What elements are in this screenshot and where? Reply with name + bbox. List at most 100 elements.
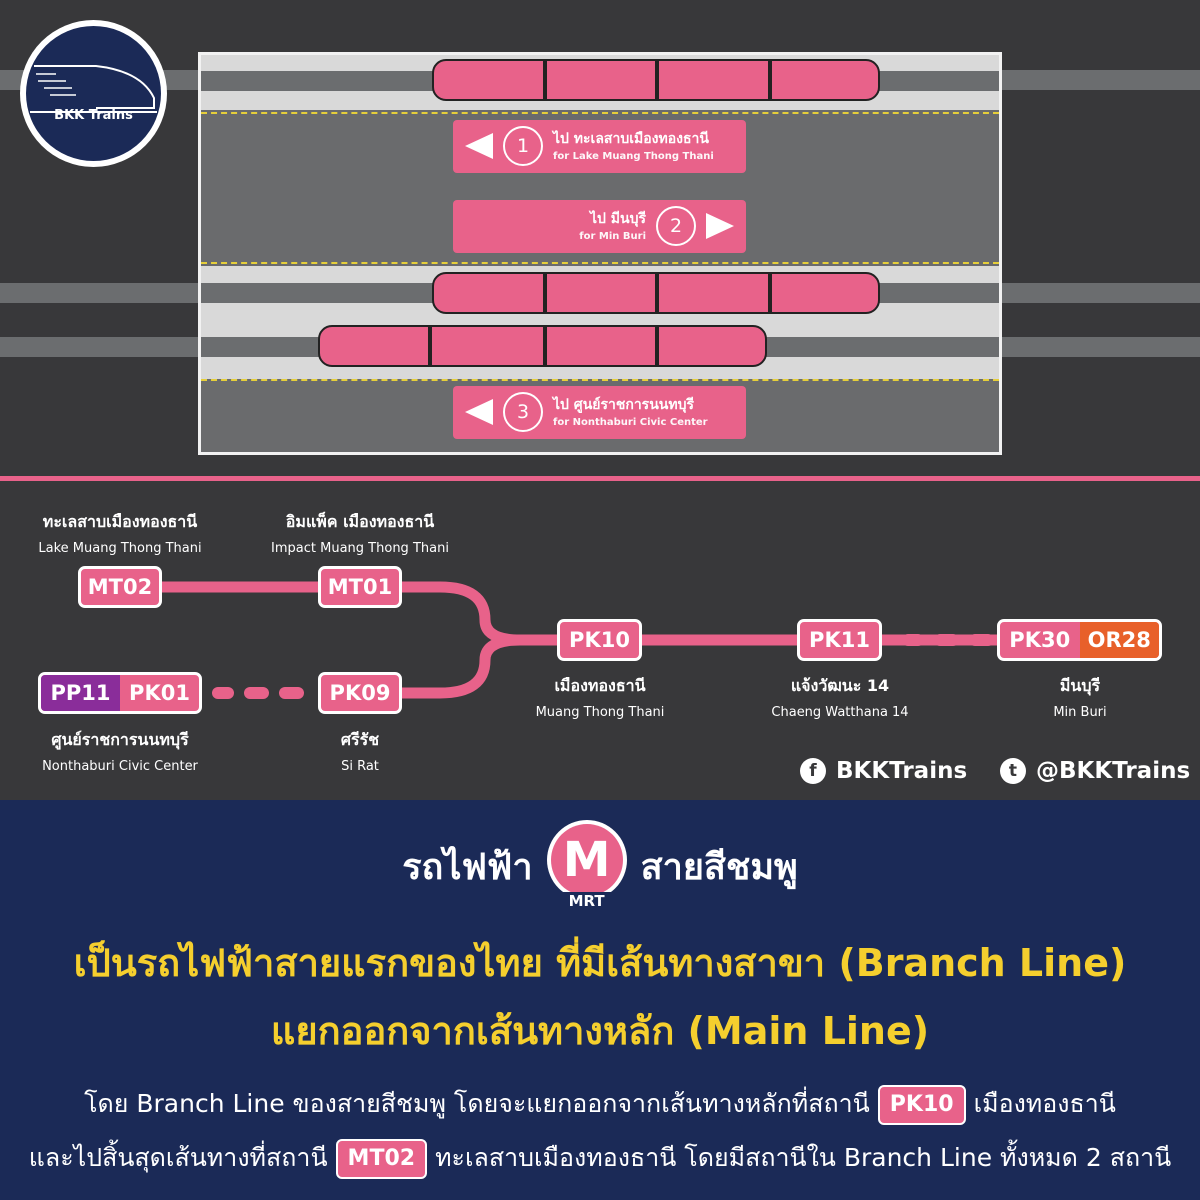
mrt-letter: M bbox=[550, 824, 623, 896]
station-code: MT02 bbox=[87, 575, 153, 599]
bkk-trains-logo: BKK Trains bbox=[20, 20, 167, 167]
station-label-pk09: ศรีรัช Si Rat bbox=[240, 728, 480, 774]
train-car bbox=[545, 325, 657, 367]
station-badge-pk11[interactable]: PK11 bbox=[797, 619, 882, 661]
station-name-en: Nonthaburi Civic Center bbox=[42, 759, 198, 774]
body-line-1: โดย Branch Line ของสายสีชมพู โดยจะแยกออก… bbox=[0, 1084, 1200, 1125]
train-car bbox=[545, 59, 657, 101]
twitter-link[interactable]: t @BKKTrains bbox=[1000, 758, 1190, 784]
twitter-icon: t bbox=[1000, 758, 1026, 784]
train-top bbox=[432, 59, 880, 101]
headline-2: แยกออกจากเส้นทางหลัก (Main Line) bbox=[270, 1009, 930, 1053]
station-badge-mt02[interactable]: MT02 bbox=[78, 566, 162, 608]
station-name-en: Si Rat bbox=[341, 759, 379, 774]
train-bottom bbox=[318, 325, 767, 367]
station-code: PK10 bbox=[569, 628, 630, 652]
station-name-th: อิมแพ็ค เมืองทองธานี bbox=[285, 512, 435, 531]
platform-number: 1 bbox=[503, 126, 543, 166]
station-name-en: Lake Muang Thong Thani bbox=[38, 541, 202, 556]
train-icon bbox=[30, 65, 157, 113]
platform-sign-2: ไป มีนบุรี for Min Buri 2 bbox=[453, 200, 746, 253]
station-name-th: แจ้งวัฒนะ 14 bbox=[790, 676, 890, 695]
station-name-th: เมืองทองธานี bbox=[554, 676, 646, 695]
platform-sign-3: 3 ไป ศูนย์ราชการนนทบุรี for Nonthaburi C… bbox=[453, 386, 746, 439]
arrow-left-icon bbox=[465, 133, 493, 159]
train-car bbox=[657, 325, 767, 367]
station-name-th: ทะเลสาบเมืองทองธานี bbox=[42, 512, 198, 531]
facebook-handle: BKKTrains bbox=[836, 758, 968, 784]
station-code: MT01 bbox=[327, 575, 393, 599]
platform-sign-1: 1 ไป ทะเลสาบเมืองทองธานี for Lake Muang … bbox=[453, 120, 746, 173]
title-right: สายสีชมพู bbox=[640, 846, 798, 888]
station-code: PK01 bbox=[129, 681, 190, 705]
body-text: เมืองทองธานี bbox=[973, 1089, 1116, 1118]
train-car bbox=[657, 272, 770, 314]
train-car bbox=[318, 325, 430, 367]
sign-th: ไป ทะเลสาบเมืองทองธานี bbox=[553, 131, 709, 147]
station-name-en: Impact Muang Thong Thani bbox=[271, 541, 449, 556]
station-code: PK30 bbox=[1009, 628, 1071, 652]
headline-1: เป็นรถไฟฟ้าสายแรกของไทย ที่มีเส้นทางสาขา… bbox=[73, 941, 1127, 985]
arrow-right-icon bbox=[706, 213, 734, 239]
mrt-logo: M MRT bbox=[546, 820, 627, 912]
body-text: โดย Branch Line ของสายสีชมพู โดยจะแยกออก… bbox=[84, 1089, 870, 1118]
info-panel: รถไฟฟ้า M MRT สายสีชมพู เป็นรถไฟฟ้าสายแร… bbox=[0, 800, 1200, 1200]
station-label-pk01: ศูนย์ราชการนนทบุรี Nonthaburi Civic Cente… bbox=[0, 728, 240, 774]
station-name-en: Min Buri bbox=[1053, 705, 1107, 720]
station-label-pk10: เมืองทองธานี Muang Thong Thani bbox=[480, 674, 720, 720]
platform-edge bbox=[201, 112, 999, 114]
route-map bbox=[160, 581, 1000, 699]
station-name-en: Chaeng Watthana 14 bbox=[771, 705, 909, 720]
inline-badge-mt02: MT02 bbox=[335, 1139, 428, 1179]
main-line bbox=[400, 634, 521, 699]
body-text: และไปสิ้นสุดเส้นทางที่สถานี bbox=[28, 1143, 328, 1172]
station-code: PK11 bbox=[809, 628, 870, 652]
train-middle bbox=[432, 272, 880, 314]
inline-badge-pk10: PK10 bbox=[877, 1085, 966, 1125]
station-name-th: มีนบุรี bbox=[1059, 676, 1101, 695]
station-badge-pk01[interactable]: PP11 PK01 bbox=[38, 672, 202, 714]
station-name-en: Muang Thong Thani bbox=[535, 705, 665, 720]
train-car bbox=[432, 59, 545, 101]
station-badge-mt01[interactable]: MT01 bbox=[318, 566, 402, 608]
station-label-mt02: ทะเลสาบเมืองทองธานี Lake Muang Thong Than… bbox=[0, 510, 240, 556]
body-text: ทะเลสาบเมืองทองธานี โดยมีสถานีใน Branch … bbox=[435, 1143, 1172, 1172]
station-label-mt01: อิมแพ็ค เมืองทองธานี Impact Muang Thong T… bbox=[240, 510, 480, 556]
sign-en: for Min Buri bbox=[579, 231, 646, 242]
mrt-label: MRT bbox=[546, 892, 627, 910]
station-name-th: ศูนย์ราชการนนทบุรี bbox=[51, 730, 189, 749]
station-code-orange: OR28 bbox=[1079, 622, 1159, 658]
station-label-pk11: แจ้งวัฒนะ 14 Chaeng Watthana 14 bbox=[720, 674, 960, 720]
train-car bbox=[770, 59, 880, 101]
station-badge-pk30[interactable]: PK30 OR28 bbox=[997, 619, 1162, 661]
train-car bbox=[770, 272, 880, 314]
logo-text: BKK Trains bbox=[54, 108, 133, 123]
facebook-link[interactable]: f BKKTrains bbox=[800, 758, 967, 784]
sign-en: for Nonthaburi Civic Center bbox=[553, 417, 708, 428]
station-badge-pk10[interactable]: PK10 bbox=[557, 619, 642, 661]
train-car bbox=[545, 272, 657, 314]
station-label-pk30: มีนบุรี Min Buri bbox=[960, 674, 1200, 720]
train-car bbox=[432, 272, 545, 314]
twitter-handle: @BKKTrains bbox=[1036, 758, 1191, 784]
train-car bbox=[657, 59, 770, 101]
station-code-purple: PP11 bbox=[41, 675, 120, 711]
platform-edge bbox=[201, 262, 999, 264]
station-name-th: ศรีรัช bbox=[340, 730, 380, 749]
title-left: รถไฟฟ้า bbox=[402, 846, 533, 888]
sign-en: for Lake Muang Thong Thani bbox=[553, 151, 714, 162]
title-row: รถไฟฟ้า M MRT สายสีชมพู bbox=[0, 820, 1200, 912]
platform-number: 3 bbox=[503, 392, 543, 432]
station-code: PK09 bbox=[329, 681, 391, 705]
arrow-left-icon bbox=[465, 399, 493, 425]
divider bbox=[0, 476, 1200, 481]
facebook-icon: f bbox=[800, 758, 826, 784]
platform-diagram: 1 ไป ทะเลสาบเมืองทองธานี for Lake Muang … bbox=[0, 20, 1200, 784]
sign-th: ไป ศูนย์ราชการนนทบุรี bbox=[553, 397, 694, 413]
train-car bbox=[430, 325, 545, 367]
dotted-segment bbox=[212, 634, 994, 699]
sign-th: ไป มีนบุรี bbox=[589, 211, 646, 227]
station-badge-pk09[interactable]: PK09 bbox=[318, 672, 402, 714]
platform-number: 2 bbox=[656, 206, 696, 246]
